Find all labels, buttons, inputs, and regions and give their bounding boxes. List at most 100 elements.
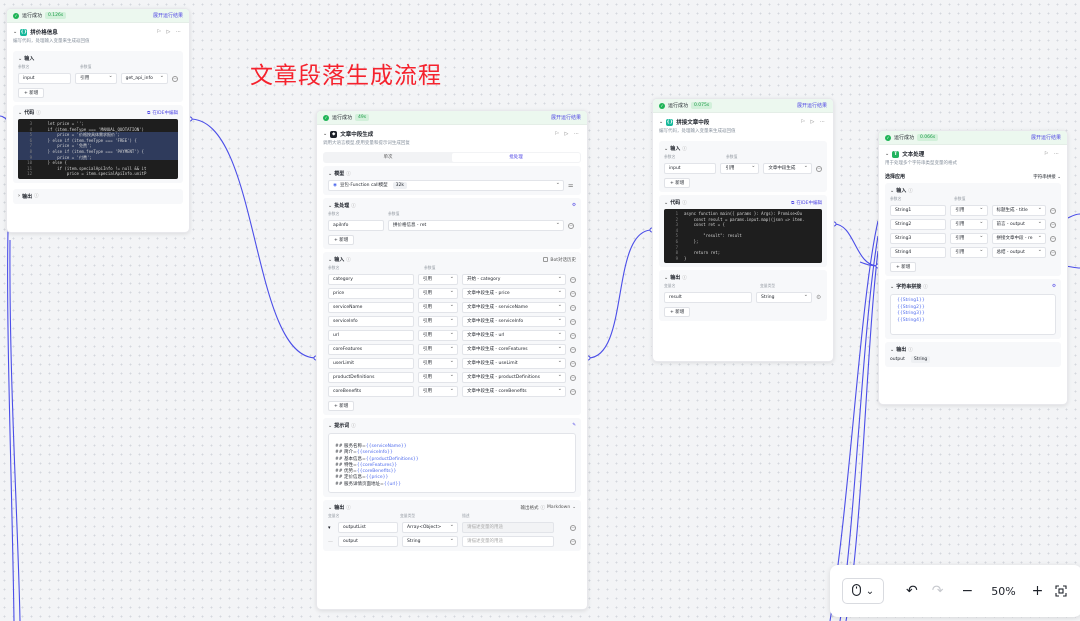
tab-batch[interactable]: 批处理 <box>452 153 580 162</box>
param-value-select[interactable]: 标题生成 - title <box>991 205 1046 216</box>
param-value-select[interactable]: 总结 - output <box>991 247 1046 258</box>
node-article-gen[interactable]: ✓ 运行成功 49s 展开运行结果 ⌄ ◆ 文章中段生成 ⚐ ▷ ⋯ 调用大语言… <box>316 110 588 610</box>
node-title[interactable]: 文本处理 <box>902 152 925 158</box>
param-name-input[interactable]: userLimit <box>328 358 414 369</box>
batch-settings-icon[interactable]: ⚙ <box>571 203 576 208</box>
param-name-input[interactable]: input <box>664 163 717 174</box>
undo-icon[interactable]: ↶ <box>906 583 918 599</box>
expand-result-link[interactable]: 展开运行结果 <box>796 103 827 109</box>
chevron-down-icon[interactable]: ⌄ <box>664 145 669 152</box>
param-value-select[interactable]: 文章中段生成 - coreBenefits <box>462 386 566 397</box>
param-name-input[interactable]: String3 <box>890 233 947 244</box>
param-name-input[interactable]: String2 <box>890 219 947 230</box>
fit-view-icon[interactable] <box>1055 585 1067 597</box>
param-type-select[interactable]: 引用 <box>418 386 458 397</box>
param-name-input[interactable]: category <box>328 274 414 285</box>
remove-icon[interactable]: − <box>1049 207 1056 214</box>
zoom-out-icon[interactable]: − <box>961 583 974 599</box>
add-input-button[interactable]: + 新增 <box>328 401 355 411</box>
settings-icon[interactable]: ⚌ <box>568 182 574 189</box>
remove-icon[interactable]: − <box>570 346 576 353</box>
node-price-info[interactable]: ✓ 运行成功 0.126s 展开运行结果 ⌄ {} 拼价格信息 ⚐ ▷ ⋯ 编写… <box>6 8 190 233</box>
param-name-input[interactable]: String4 <box>890 247 947 258</box>
param-type-select[interactable]: 引用 <box>950 219 988 230</box>
tab-single[interactable]: 单次 <box>383 155 393 160</box>
param-name-input[interactable]: serviceName <box>328 302 414 313</box>
node-tools[interactable]: ⚐ ⋯ <box>1043 151 1061 157</box>
remove-icon[interactable]: − <box>570 524 576 531</box>
batch-name-input[interactable]: apiInfo <box>328 220 384 231</box>
zoom-level[interactable]: 50% <box>991 584 1016 598</box>
chevron-down-icon[interactable]: ⌄ <box>659 119 664 125</box>
param-name-input[interactable]: input <box>18 73 72 84</box>
output-name-input[interactable]: result <box>664 292 752 304</box>
param-type-select[interactable]: 引用 <box>418 372 458 383</box>
remove-icon[interactable]: − <box>1049 235 1056 242</box>
node-text-process[interactable]: ✓ 运行成功 0.066s 展开运行结果 ⌄ T 文本处理 ⚐ ⋯ 用于处理多个… <box>878 130 1068 405</box>
param-name-input[interactable]: coreBenefits <box>328 386 414 397</box>
prompt-ai-icon[interactable]: ✎ <box>572 423 576 428</box>
remove-icon[interactable]: − <box>570 360 576 367</box>
remove-icon[interactable]: − <box>816 165 822 172</box>
chevron-down-icon[interactable]: ⌄ <box>328 202 333 209</box>
param-type-select[interactable]: 引用 <box>950 247 988 258</box>
param-type-select[interactable]: 引用 <box>418 274 458 285</box>
node-tools[interactable]: ⚐ ▷ ⋯ <box>800 119 827 125</box>
chevron-down-icon[interactable]: ⌄ <box>572 505 576 511</box>
param-type-select[interactable]: 引用 <box>720 163 760 174</box>
chevron-down-icon[interactable]: ⌄ <box>328 504 333 511</box>
chevron-down-icon[interactable]: ⌄ <box>323 131 328 137</box>
remove-icon[interactable]: − <box>1049 249 1056 256</box>
output-name-input[interactable]: outputList <box>338 522 398 534</box>
chevron-down-icon[interactable]: ⌄ <box>664 274 669 281</box>
remove-icon[interactable]: − <box>570 388 576 395</box>
param-type-select[interactable]: 引用 <box>418 330 458 341</box>
param-value-select[interactable]: 文章中段生成 - serviceInfo <box>462 316 566 327</box>
expand-result-link[interactable]: 展开运行结果 <box>1030 135 1061 141</box>
node-title[interactable]: 拼价格信息 <box>30 30 58 36</box>
remove-icon[interactable]: − <box>570 276 576 283</box>
param-value-select[interactable]: 文章中段生成 <box>763 163 812 174</box>
output-format-select[interactable]: Markdown <box>546 505 571 511</box>
redo-icon[interactable]: ↷ <box>931 583 944 599</box>
chevron-down-icon[interactable]: ⌄ <box>18 109 23 116</box>
add-batch-button[interactable]: + 新增 <box>328 235 355 245</box>
zoom-in-icon[interactable]: + <box>1031 583 1044 599</box>
remove-icon[interactable]: − <box>570 374 576 381</box>
param-type-select[interactable]: 引用 <box>418 316 458 327</box>
batch-value-select[interactable]: 拼价格信息 - ret <box>388 220 564 231</box>
param-name-input[interactable]: productDefinitions <box>328 372 414 383</box>
param-type-select[interactable]: 引用 <box>418 302 458 313</box>
remove-icon[interactable]: − <box>570 538 576 545</box>
param-value-select[interactable]: 文章中段生成 - url <box>462 330 566 341</box>
chat-history-checkbox[interactable] <box>543 257 549 262</box>
open-ide-link[interactable]: 在IDE中编辑 <box>152 110 178 116</box>
param-name-input[interactable]: String1 <box>890 205 947 216</box>
param-value-select[interactable]: 拼接文章中段 - re <box>991 233 1046 244</box>
remove-icon[interactable]: − <box>570 290 576 297</box>
interaction-mode-button[interactable]: ⌄ <box>842 578 884 604</box>
chevron-down-icon[interactable]: ⌄ <box>664 199 669 206</box>
remove-icon[interactable]: − <box>172 75 178 82</box>
chevron-down-icon[interactable]: ⌄ <box>890 283 895 290</box>
concat-settings-icon[interactable]: ⚙ <box>1051 284 1056 289</box>
param-type-select[interactable]: 引用 <box>418 344 458 355</box>
param-value-select[interactable]: 文章中段生成 - productDefinitions <box>462 372 566 383</box>
mode-select[interactable]: 字符串拼接 ⌄ <box>1033 174 1061 180</box>
param-name-input[interactable]: price <box>328 288 414 299</box>
output-type-select[interactable]: Array<Object> <box>402 522 458 534</box>
param-value-select[interactable]: 文章中段生成 - useLimit <box>462 358 566 369</box>
param-value-select[interactable]: 前言 - output <box>991 219 1046 230</box>
node-title[interactable]: 拼接文章中段 <box>676 120 710 126</box>
node-tools[interactable]: ⚐ ▷ ⋯ <box>554 131 581 137</box>
param-type-select[interactable]: 引用 <box>418 358 458 369</box>
param-type-select[interactable]: 引用 <box>950 205 988 216</box>
add-input-button[interactable]: + 新增 <box>18 88 45 98</box>
chevron-down-icon[interactable]: ⌄ <box>328 170 333 177</box>
chevron-down-icon[interactable]: ⌄ <box>18 55 23 62</box>
add-input-button[interactable]: + 新增 <box>664 178 691 188</box>
chevron-down-icon[interactable]: ⌄ <box>885 151 890 157</box>
remove-icon[interactable]: − <box>568 222 574 229</box>
output-desc-input[interactable]: 请描述变量的用途 <box>462 522 554 534</box>
